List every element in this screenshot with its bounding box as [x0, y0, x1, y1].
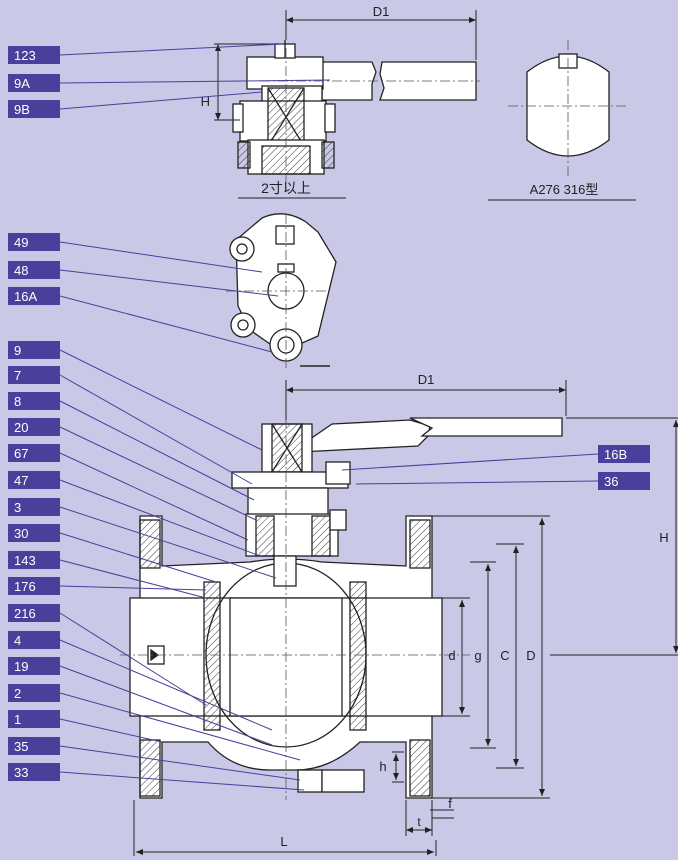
- callout-4: 4: [8, 631, 273, 731]
- callout-9B: 9B: [8, 91, 263, 118]
- callout-35: 35: [8, 737, 301, 781]
- svg-text:16A: 16A: [14, 289, 37, 304]
- main-dim-dia-label: D: [526, 648, 535, 663]
- svg-text:9A: 9A: [14, 76, 30, 91]
- stem-section: [488, 40, 636, 201]
- svg-text:2: 2: [14, 686, 21, 701]
- svg-text:143: 143: [14, 553, 36, 568]
- svg-text:19: 19: [14, 659, 28, 674]
- callout-9A: 9A: [8, 74, 331, 92]
- callout-48: 48: [8, 261, 279, 297]
- main-dim-g-label: g: [474, 648, 481, 663]
- svg-text:123: 123: [14, 48, 36, 63]
- main-view-dims: [133, 380, 678, 856]
- lock-view: [226, 213, 337, 368]
- svg-text:20: 20: [14, 420, 28, 435]
- top-view-dims: [214, 10, 477, 121]
- top-view-caption: 2寸以上: [261, 180, 311, 196]
- callout-2: 2: [8, 684, 301, 761]
- callout-67: 67: [8, 444, 249, 541]
- callout-9: 9: [8, 341, 263, 451]
- callout-8: 8: [8, 392, 255, 501]
- top-dim-h-label: H: [201, 94, 210, 109]
- callout-19: 19: [8, 657, 273, 746]
- callout-3: 3: [8, 498, 277, 579]
- main-dim-d-label: d: [448, 648, 455, 663]
- svg-text:3: 3: [14, 500, 21, 515]
- svg-text:35: 35: [14, 739, 28, 754]
- svg-text:1: 1: [14, 712, 21, 727]
- callout-49: 49: [8, 233, 263, 273]
- top-dim-d1-label: D1: [373, 4, 390, 19]
- callout-176: 176: [8, 577, 207, 595]
- callout-1: 1: [8, 710, 163, 743]
- callout-16A: 16A: [8, 287, 273, 353]
- callout-143: 143: [8, 551, 207, 599]
- callout-16B: 16B: [341, 445, 650, 471]
- main-view: [120, 400, 563, 800]
- svg-text:4: 4: [14, 633, 21, 648]
- svg-text:9B: 9B: [14, 102, 30, 117]
- svg-text:47: 47: [14, 473, 28, 488]
- callout-36: 36: [355, 472, 650, 490]
- top-view: [232, 30, 480, 199]
- callout-123: 123: [8, 43, 284, 64]
- svg-text:36: 36: [604, 474, 618, 489]
- main-dim-c-label: C: [500, 648, 509, 663]
- svg-text:176: 176: [14, 579, 36, 594]
- svg-text:16B: 16B: [604, 447, 627, 462]
- svg-text:9: 9: [14, 343, 21, 358]
- svg-text:67: 67: [14, 446, 28, 461]
- main-dim-h-small-label: h: [379, 759, 386, 774]
- svg-text:48: 48: [14, 263, 28, 278]
- svg-text:7: 7: [14, 368, 21, 383]
- stem-section-caption: A276 316型: [530, 182, 599, 197]
- callout-30: 30: [8, 524, 217, 583]
- main-dim-d1-label: D1: [418, 372, 435, 387]
- main-dim-f-label: f: [448, 796, 452, 811]
- svg-text:33: 33: [14, 765, 28, 780]
- callout-7: 7: [8, 366, 253, 485]
- main-dim-t-label: t: [417, 815, 421, 829]
- callout-20: 20: [8, 418, 257, 521]
- main-dim-l-label: L: [280, 834, 287, 849]
- callout-47: 47: [8, 471, 261, 557]
- part-callouts: 123 9A 9B 49 48 16A 9 7 8 20 67 47 3 30 143 176 216 4 19 2 1…: [8, 43, 650, 791]
- callout-216: 216: [8, 604, 207, 706]
- svg-text:30: 30: [14, 526, 28, 541]
- svg-text:216: 216: [14, 606, 36, 621]
- main-dim-h-label: H: [659, 530, 668, 545]
- callout-33: 33: [8, 763, 305, 791]
- svg-text:49: 49: [14, 235, 28, 250]
- svg-text:8: 8: [14, 394, 21, 409]
